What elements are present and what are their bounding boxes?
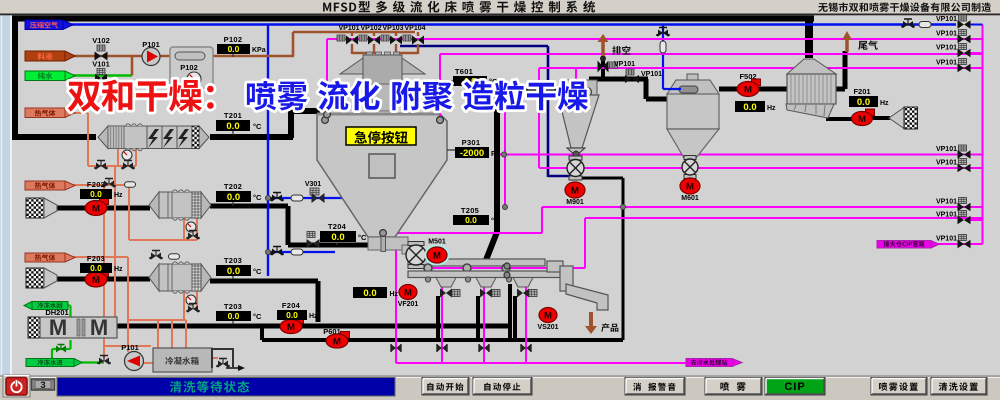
- svg-text:M: M: [571, 185, 579, 196]
- svg-text:F502: F502: [739, 72, 756, 81]
- svg-text:M: M: [858, 114, 866, 125]
- svg-text:°C: °C: [253, 122, 262, 131]
- svg-text:Hz: Hz: [390, 291, 399, 298]
- svg-text:3: 3: [40, 380, 45, 391]
- svg-text:M901: M901: [566, 199, 584, 206]
- svg-text:Pa: Pa: [491, 151, 500, 158]
- svg-text:0.0: 0.0: [464, 76, 476, 86]
- svg-text:0.0: 0.0: [286, 310, 298, 320]
- svg-text:0.0: 0.0: [465, 215, 477, 225]
- svg-text:VP101: VP101: [936, 236, 957, 243]
- svg-text:T201: T201: [224, 111, 242, 120]
- svg-text:F203: F203: [87, 254, 105, 263]
- svg-text:CIP: CIP: [784, 381, 805, 393]
- svg-text:VP101: VP101: [936, 146, 957, 153]
- svg-text:°C: °C: [491, 216, 500, 225]
- svg-text:-2000: -2000: [460, 148, 484, 159]
- svg-text:0.0: 0.0: [857, 97, 870, 108]
- svg-text:0.0: 0.0: [90, 189, 102, 199]
- svg-text:VP101: VP101: [936, 31, 957, 38]
- svg-text:M: M: [544, 310, 552, 321]
- svg-text:VP101: VP101: [936, 60, 957, 67]
- svg-text:VP101: VP101: [936, 45, 957, 52]
- svg-text:P101: P101: [121, 343, 139, 352]
- svg-text:M501: M501: [428, 239, 446, 246]
- svg-text:0.0: 0.0: [227, 192, 240, 203]
- svg-text:V102: V102: [92, 36, 110, 45]
- svg-text:VP103: VP103: [382, 25, 403, 32]
- svg-text:VP102: VP102: [360, 25, 381, 32]
- svg-text:P601: P601: [323, 327, 341, 336]
- svg-text:VP101: VP101: [641, 71, 662, 78]
- svg-text:0.0: 0.0: [228, 44, 240, 54]
- svg-text:Hz: Hz: [114, 266, 123, 273]
- svg-text:V101: V101: [92, 60, 110, 69]
- svg-text:0.0: 0.0: [331, 232, 344, 243]
- svg-text:°C: °C: [253, 267, 262, 276]
- svg-text:M: M: [333, 336, 341, 347]
- svg-text:T601: T601: [455, 67, 473, 76]
- svg-text:°C: °C: [253, 312, 262, 321]
- svg-text:M: M: [404, 287, 412, 298]
- svg-text:M: M: [287, 322, 295, 333]
- svg-text:T203: T203: [224, 302, 242, 311]
- svg-text:0.0: 0.0: [363, 288, 376, 299]
- svg-text:M: M: [92, 203, 100, 214]
- svg-text:0.0: 0.0: [226, 121, 239, 132]
- svg-text:°C: °C: [253, 193, 262, 202]
- svg-text:P101: P101: [142, 40, 160, 49]
- svg-text:VF201: VF201: [398, 301, 419, 308]
- svg-text:M: M: [92, 275, 100, 286]
- svg-text:T204: T204: [328, 222, 347, 231]
- svg-text:Hz: Hz: [767, 105, 776, 112]
- svg-text:VP101: VP101: [936, 199, 957, 206]
- svg-text:P102: P102: [180, 63, 198, 72]
- svg-text:F201: F201: [853, 87, 870, 96]
- svg-text:F202: F202: [87, 180, 105, 189]
- svg-text:0.0: 0.0: [743, 102, 756, 113]
- svg-text:T202: T202: [224, 182, 242, 191]
- svg-text:°C: °C: [358, 233, 367, 242]
- svg-text:P301: P301: [462, 138, 481, 147]
- svg-text:0.0: 0.0: [228, 311, 240, 321]
- svg-text:KPa: KPa: [252, 47, 266, 54]
- svg-text:Hz: Hz: [309, 313, 318, 320]
- svg-text:Hz: Hz: [880, 100, 889, 107]
- svg-text:DH201: DH201: [45, 308, 68, 317]
- svg-text:VS201: VS201: [537, 324, 558, 331]
- svg-text:M: M: [744, 84, 752, 95]
- svg-text:T205: T205: [461, 206, 479, 215]
- svg-text:M: M: [686, 181, 694, 192]
- svg-text:V301: V301: [305, 181, 321, 188]
- svg-text:VP101: VP101: [936, 16, 957, 23]
- svg-text:M: M: [90, 315, 108, 340]
- svg-text:0.0: 0.0: [227, 266, 240, 277]
- svg-text:VP101: VP101: [936, 212, 957, 219]
- svg-text:M: M: [49, 315, 67, 340]
- svg-text:VP101: VP101: [614, 61, 635, 68]
- svg-text:0.0: 0.0: [90, 263, 102, 273]
- svg-text:M: M: [433, 250, 441, 261]
- svg-text:VP101: VP101: [936, 160, 957, 167]
- svg-text:M601: M601: [681, 195, 699, 202]
- svg-text:VP101: VP101: [338, 25, 359, 32]
- svg-text:T203: T203: [224, 256, 242, 265]
- svg-text:F204: F204: [282, 301, 301, 310]
- svg-text:VP104: VP104: [404, 25, 425, 32]
- svg-text:P102: P102: [224, 35, 243, 44]
- svg-text:Hz: Hz: [114, 192, 123, 199]
